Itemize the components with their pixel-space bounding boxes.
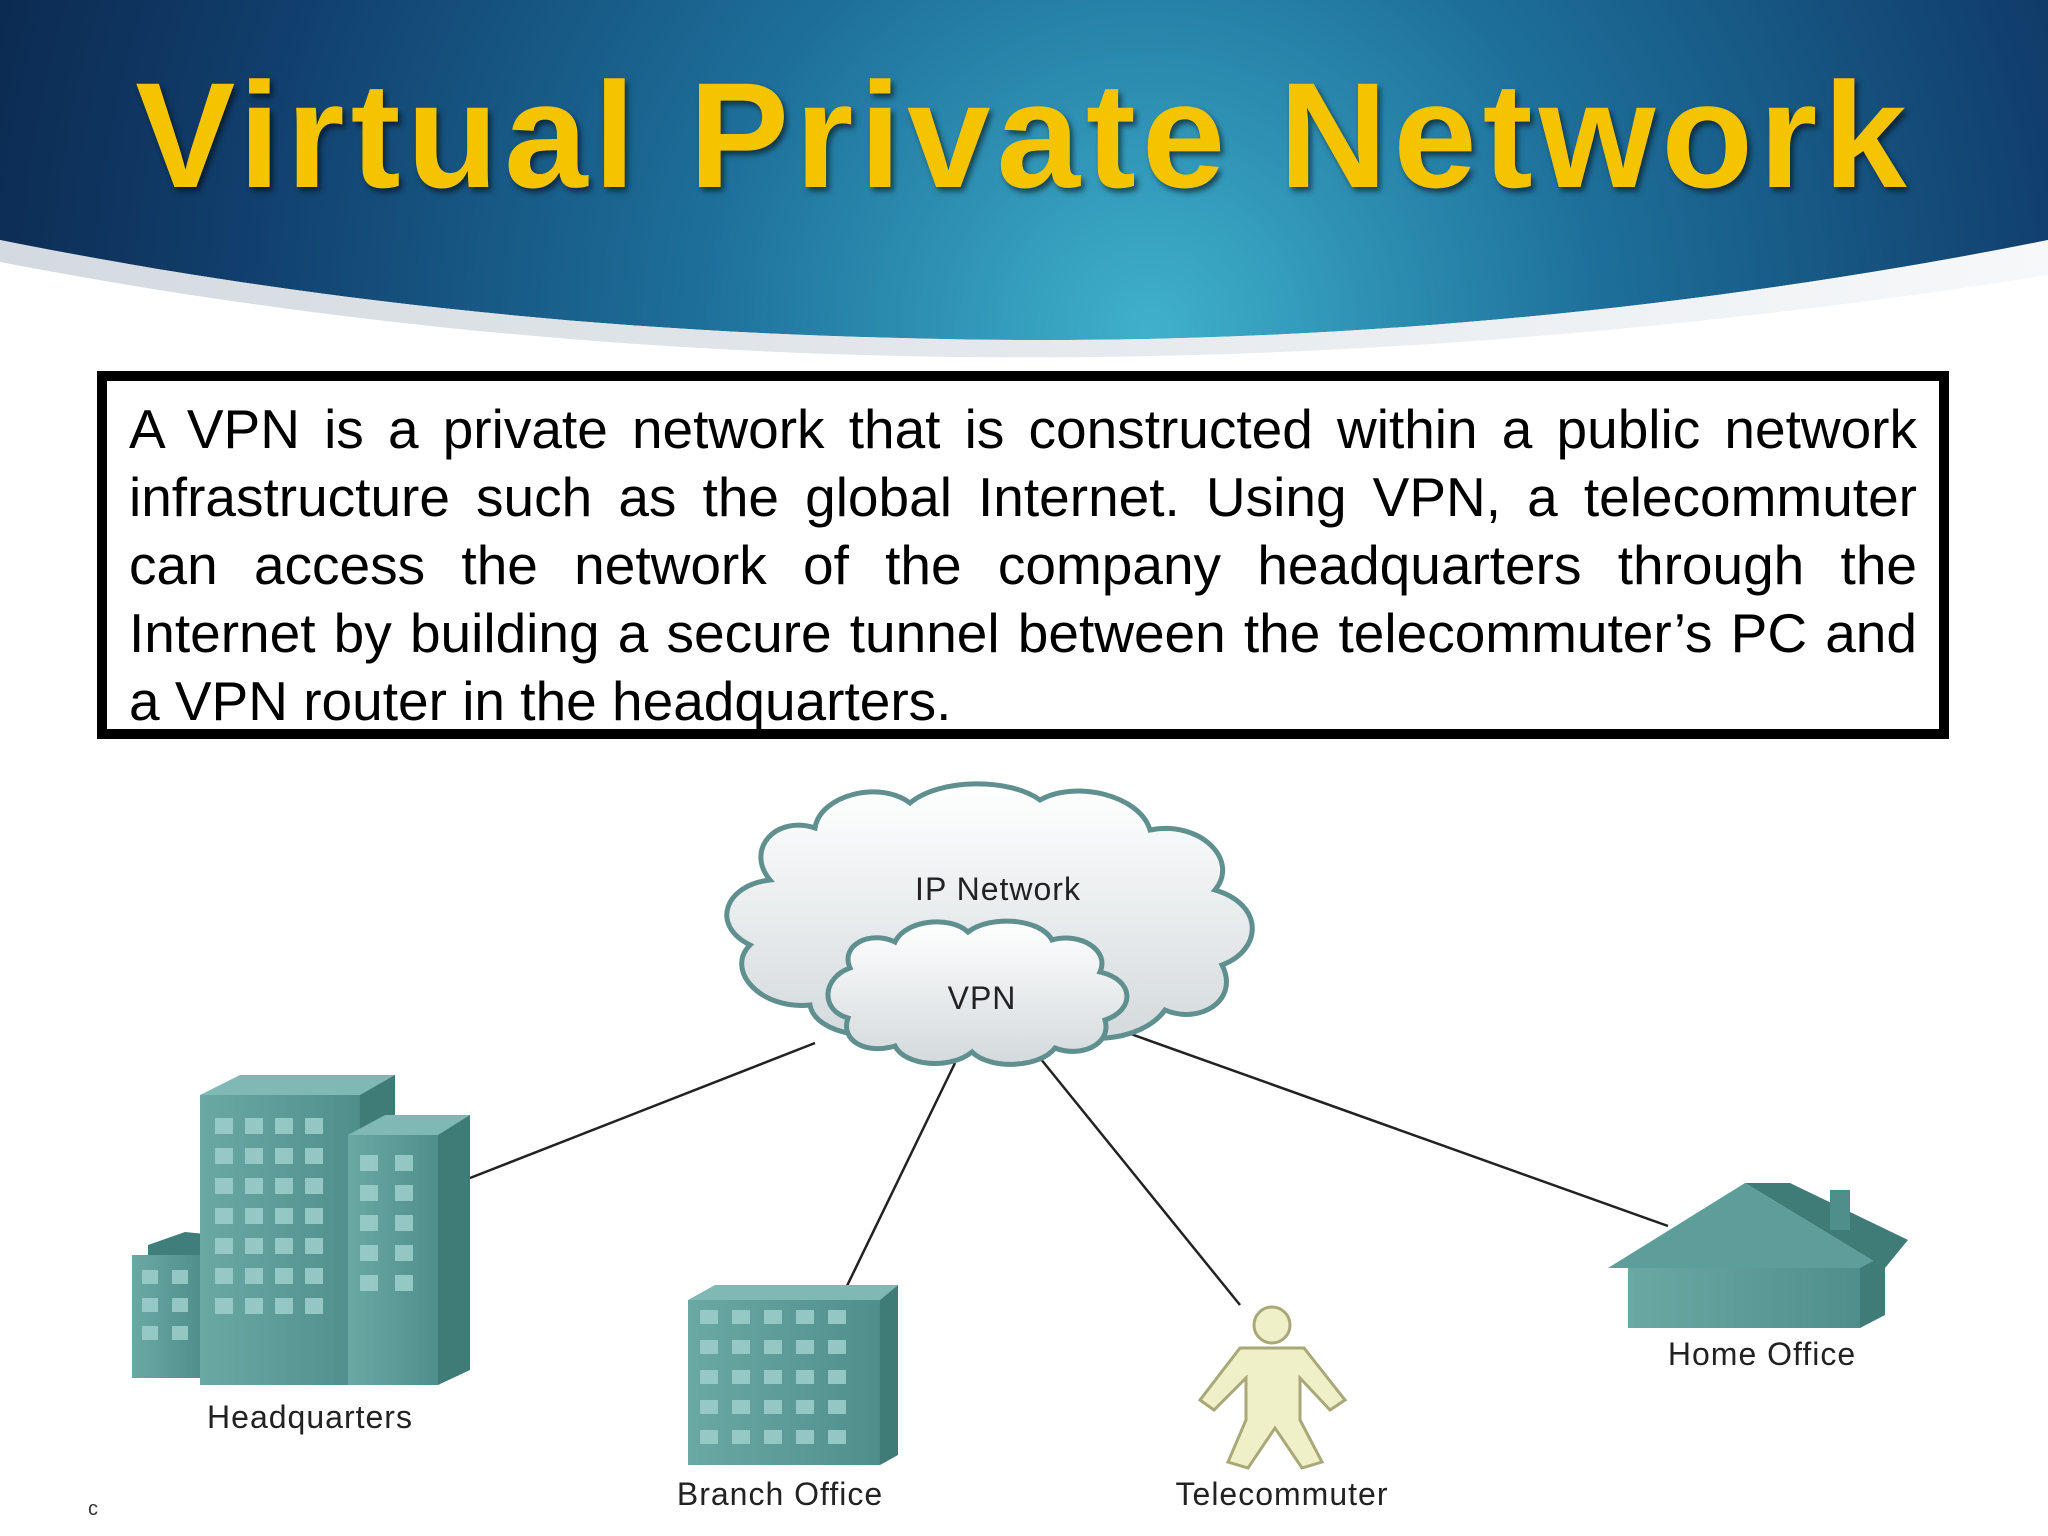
vpn-cloud [825,918,1130,1067]
person-icon [1197,1305,1348,1470]
title-banner [0,0,2048,358]
link-home-office [1127,1031,1669,1228]
office-buildings-icon [132,1075,470,1385]
corner-mark: c [88,1498,98,1520]
ip-network-label: IP Network [915,871,1081,907]
link-branch-office [843,1062,957,1291]
description-text: A VPN is a private network that is const… [129,398,1917,732]
link-headquarters [469,1041,816,1180]
vpn-network-diagram: IP Network VPN H [132,781,1908,1512]
home-office-label: Home Office [1668,1336,1856,1372]
description-box: A VPN is a private network that is const… [97,371,1949,739]
link-telecommuter [1039,1057,1241,1306]
connection-lines [469,1031,1669,1306]
vpn-label: VPN [948,980,1017,1016]
slide-title: Virtual Private Network [135,51,1913,219]
house-icon [1608,1183,1908,1328]
headquarters-label: Headquarters [207,1399,413,1435]
branch-office-label: Branch Office [677,1476,883,1512]
telecommuter-label: Telecommuter [1176,1476,1389,1512]
building-icon [688,1285,898,1465]
